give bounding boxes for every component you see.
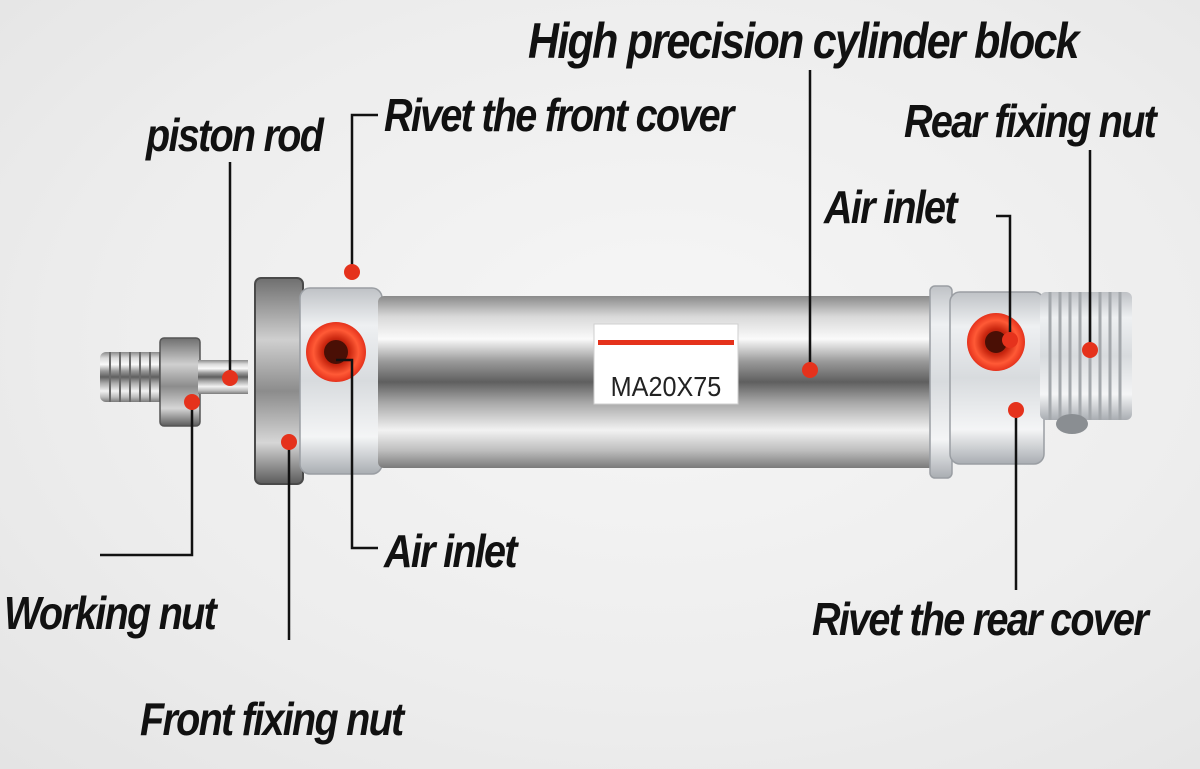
marker-rear-fixing-nut [1082, 342, 1098, 358]
label-piston-rod: piston rod [146, 109, 324, 161]
label-working-nut: Working nut [4, 587, 217, 639]
part-number: MA20X75 [611, 371, 722, 403]
label-air-inlet-rear: Air inlet [824, 181, 958, 233]
label-front-cover: Rivet the front cover [384, 89, 734, 141]
front-fixing-nut [254, 277, 304, 485]
marker-air-inlet-rear [1002, 332, 1018, 348]
working-nut [159, 337, 201, 427]
marker-front-fixing-nut [281, 434, 297, 450]
label-cylinder-block: High precision cylinder block [528, 13, 1080, 69]
marker-front-cover [344, 264, 360, 280]
label-air-inlet-front: Air inlet [384, 525, 518, 577]
leader-front-cover [350, 113, 378, 272]
rear-flange [929, 285, 953, 479]
marker-rear-cover [1008, 402, 1024, 418]
part-label-sticker [593, 323, 739, 405]
label-red-stripe [598, 340, 734, 345]
label-rear-cover: Rivet the rear cover [812, 593, 1149, 645]
label-front-fixing-nut: Front fixing nut [140, 693, 404, 745]
leader-air-inlet-rear [996, 214, 1012, 340]
label-rear-fixing-nut: Rear fixing nut [904, 95, 1157, 147]
leader-working-nut [100, 402, 194, 557]
leader-air-inlet-front [336, 358, 378, 550]
marker-working-nut [184, 394, 200, 410]
marker-piston-rod [222, 370, 238, 386]
marker-cylinder-block [802, 362, 818, 378]
rear-hole [1056, 414, 1088, 434]
